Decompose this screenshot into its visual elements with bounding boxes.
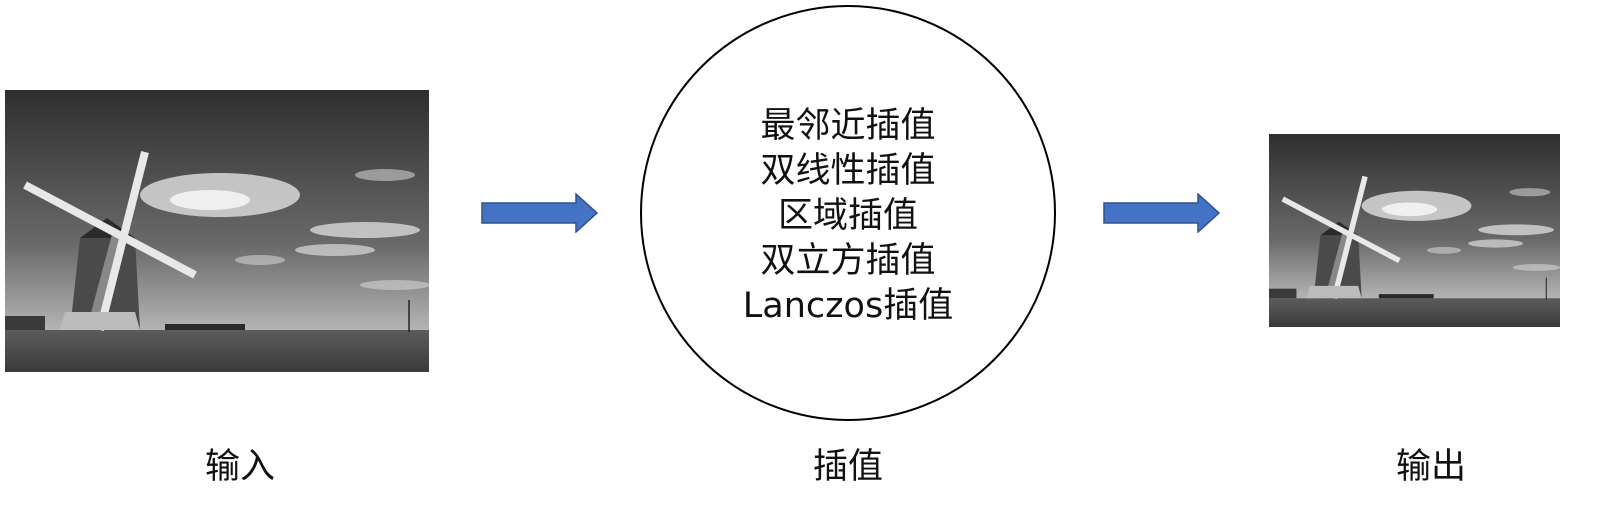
windmill-photo-output	[1269, 134, 1560, 327]
method-bicubic: 双立方插值	[760, 241, 936, 281]
interpolation-method-list: 最邻近插值 双线性插值 区域插值 双立方插值 Lanczos插值	[640, 104, 1056, 329]
method-bilinear: 双线性插值	[760, 151, 936, 191]
method-area: 区域插值	[777, 196, 918, 236]
right-arrow-icon	[1103, 193, 1221, 233]
interpolation-caption: 插值	[812, 447, 883, 487]
method-nearest: 最邻近插值	[760, 106, 936, 146]
interpolation-circle	[640, 5, 1056, 421]
output-caption: 输出	[1395, 447, 1466, 487]
output-photo	[1269, 134, 1560, 327]
input-caption: 输入	[204, 447, 275, 487]
windmill-photo-input	[5, 90, 429, 372]
method-lanczos: Lanczos插值	[742, 286, 954, 326]
right-arrow-icon	[481, 193, 599, 233]
input-photo	[5, 90, 429, 372]
